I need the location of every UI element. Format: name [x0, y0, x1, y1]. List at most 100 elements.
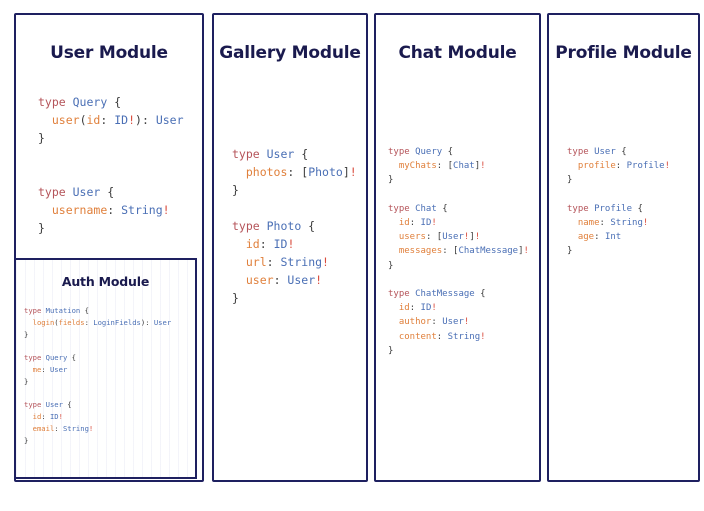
- code-token-type: Query: [72, 95, 108, 109]
- code-token-type: ChatMessage: [415, 289, 475, 300]
- code-token-fld: content: [398, 331, 437, 342]
- code-token-br: ]: [469, 232, 475, 243]
- code-token-type: Chat: [453, 161, 475, 172]
- profile-module-title: Profile Module: [555, 43, 692, 63]
- code-token-pun: :: [425, 232, 437, 243]
- auth-module-title: Auth Module: [61, 274, 150, 289]
- code-token-kw: type: [567, 203, 595, 214]
- code-token-type: Photo: [308, 165, 343, 179]
- code-token-pun: :: [54, 423, 63, 433]
- code-token-type: ID: [420, 303, 432, 314]
- code-token-pun: [24, 412, 33, 421]
- code-token-br: }: [232, 291, 239, 305]
- gallery-module-panel: Gallery Module type User { photos: [Photo…: [212, 13, 368, 482]
- code-token-type: User: [266, 147, 295, 161]
- code-token-pun: :: [409, 218, 421, 229]
- code-token-type: User: [442, 317, 464, 328]
- code-token-fld: id: [32, 412, 42, 422]
- code-token-type: ID: [49, 412, 59, 422]
- code-token-pun: :: [273, 273, 288, 287]
- code-token-type: Query: [45, 353, 68, 363]
- code-token-pun: :: [266, 255, 281, 269]
- code-token-br: (: [54, 317, 59, 327]
- code-token-fld: username: [51, 203, 108, 217]
- user-module-title: User Module: [50, 43, 168, 63]
- code-token-pun: [38, 203, 52, 217]
- chat-module-code-line: users: [User!]!: [388, 230, 539, 244]
- chat-module-code-line: myChats: [Chat]!: [388, 159, 539, 173]
- code-token-br: ): [140, 317, 146, 327]
- code-token-br: {: [436, 203, 448, 214]
- code-token-kw: type: [38, 185, 73, 199]
- code-token-br: {: [615, 147, 627, 157]
- code-token-fld: url: [245, 255, 267, 269]
- code-token-br: {: [294, 147, 309, 161]
- gallery-module-code-line: type User {: [232, 145, 366, 163]
- code-token-br: {: [80, 306, 89, 315]
- code-token-pun: :: [141, 113, 156, 127]
- code-token-pun: :: [41, 364, 50, 374]
- gallery-module-title: Gallery Module: [219, 43, 361, 63]
- code-token-type: User: [594, 147, 616, 157]
- chat-module-code-line: messages: [ChatMessage]!: [388, 244, 539, 258]
- code-token-br: {: [442, 147, 454, 157]
- code-token-type: Photo: [266, 219, 302, 233]
- code-token-br: [: [447, 161, 454, 172]
- code-token-type: Profile: [626, 161, 665, 172]
- code-token-pun: :: [599, 218, 611, 229]
- code-token-fld: id: [245, 237, 260, 251]
- code-token-fld: messages: [398, 246, 443, 257]
- code-token-pun: [567, 218, 578, 228]
- code-token-bang: !: [88, 423, 94, 433]
- code-token-br: {: [62, 400, 72, 410]
- code-token-type: Profile: [594, 203, 633, 214]
- code-token-pun: :: [431, 317, 443, 328]
- code-token-br: }: [24, 329, 29, 339]
- chat-module-code-line: type Chat {: [388, 202, 539, 216]
- code-token-br: {: [107, 95, 122, 109]
- auth-module-code-line: [24, 388, 195, 400]
- code-token-br: [: [453, 246, 459, 257]
- code-token-pun: :: [259, 237, 274, 251]
- code-token-fld: age: [577, 232, 595, 243]
- code-token-pun: :: [409, 303, 421, 314]
- chat-module-title: Chat Module: [398, 43, 517, 63]
- code-token-bang: !: [474, 232, 481, 243]
- code-token-pun: :: [145, 317, 154, 327]
- profile-module-code-line: }: [567, 173, 698, 187]
- code-token-bang: !: [349, 165, 357, 179]
- profile-module-code-line: type Profile {: [567, 202, 698, 216]
- code-token-fld: id: [86, 113, 101, 127]
- auth-module-code-block: type Mutation { login(fields: LoginField…: [16, 305, 195, 447]
- auth-module-code-line: }: [24, 435, 195, 447]
- profile-module-code-line: }: [567, 244, 698, 258]
- code-token-br: }: [232, 183, 239, 197]
- code-token-fld: id: [398, 303, 410, 314]
- code-token-type: User: [153, 317, 172, 327]
- code-token-pun: [232, 273, 246, 287]
- code-token-bang: !: [480, 161, 486, 172]
- code-token-kw: type: [232, 147, 267, 161]
- code-token-pun: [24, 424, 33, 433]
- gallery-module-code-block: type User { photos: [Photo]!} type Photo…: [214, 145, 366, 307]
- code-token-pun: [24, 318, 33, 327]
- code-token-bang: !: [463, 232, 470, 243]
- code-token-bang: !: [431, 218, 437, 229]
- code-token-br: }: [388, 260, 394, 271]
- code-token-fld: name: [577, 218, 600, 229]
- code-token-type: User: [287, 273, 316, 287]
- auth-module-code-line: email: String!: [24, 423, 195, 435]
- user-module-code-line: type Query {: [38, 93, 202, 111]
- code-token-pun: :: [107, 203, 122, 217]
- code-token-fld: user: [245, 273, 274, 287]
- code-token-fld: id: [398, 218, 410, 229]
- gallery-module-code-line: }: [232, 181, 366, 199]
- code-token-br: {: [301, 219, 316, 233]
- code-token-pun: :: [100, 113, 115, 127]
- code-token-type: ChatMessage: [458, 246, 519, 257]
- chat-module-code-line: id: ID!: [388, 216, 539, 230]
- chat-module-code-line: [388, 188, 539, 202]
- code-token-bang: !: [287, 237, 295, 251]
